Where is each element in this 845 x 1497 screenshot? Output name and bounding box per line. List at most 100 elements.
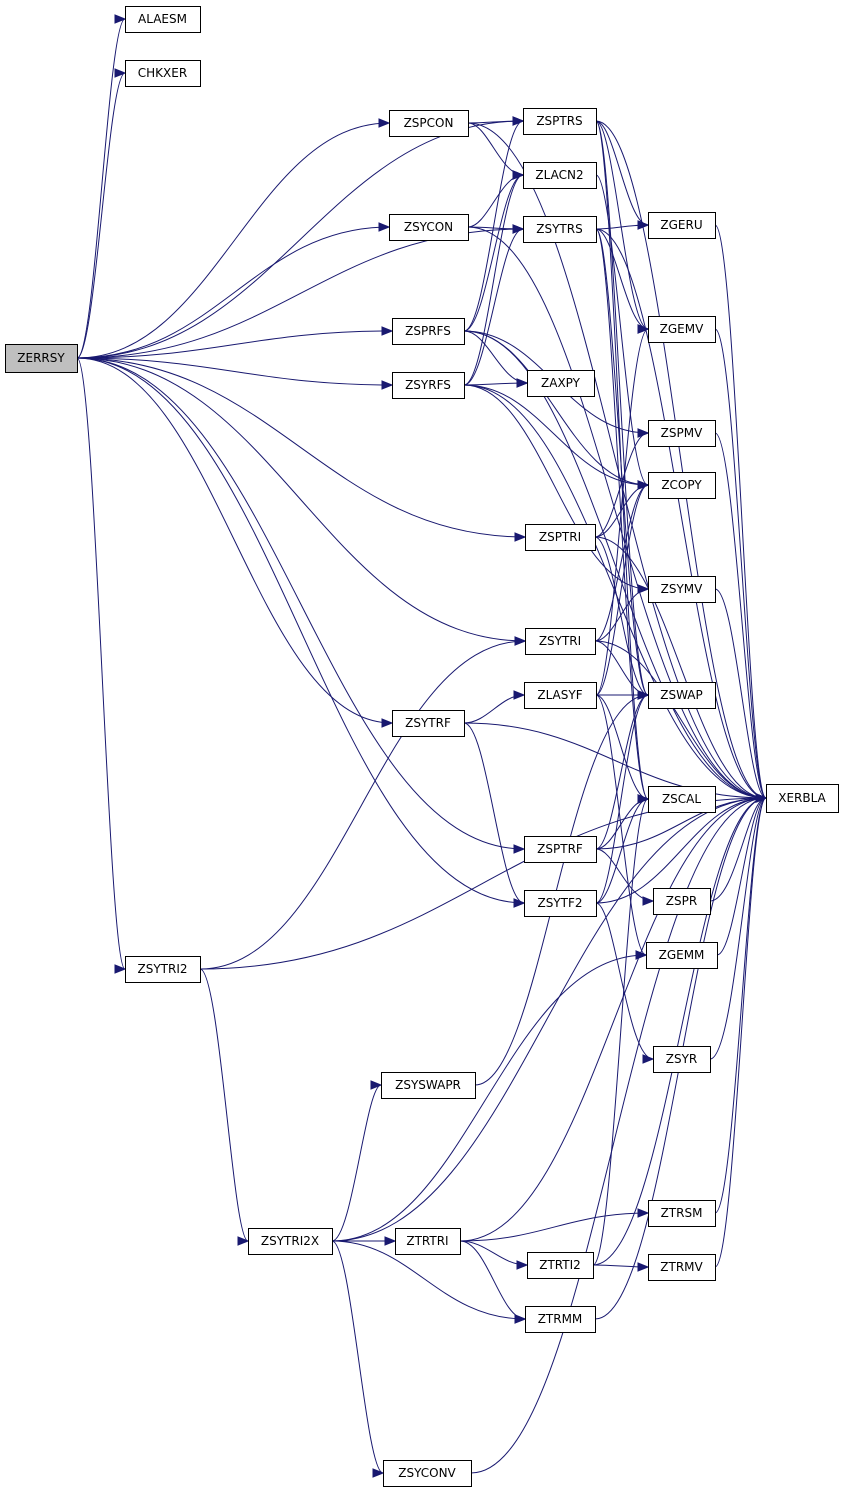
node-box-zgemv[interactable] [648, 316, 716, 343]
node-box-zspr[interactable] [653, 888, 711, 915]
edge-zerrsy-to-zspcon [76, 122, 390, 359]
arrowhead-zsytri2-to-zsytri2x [237, 1236, 250, 1246]
arrowhead-zerrsy-to-zsycon [378, 222, 391, 232]
node-box-zsptrf[interactable] [524, 836, 597, 863]
arrowhead-zsytri-to-zsymv [637, 584, 650, 594]
node-box-zerrsy[interactable] [5, 344, 78, 373]
node-box-zaxpy[interactable] [527, 370, 595, 397]
edge-zerrsy-to-zsytrf [76, 357, 393, 724]
node-box-zgeru[interactable] [648, 212, 716, 239]
arrowhead-zerrsy-to-zsptrf [513, 844, 526, 854]
node-box-alaesm[interactable] [125, 6, 201, 33]
node-box-zsymv[interactable] [648, 576, 716, 603]
node-box-ztrti2[interactable] [527, 1252, 594, 1279]
edge-zsytri2x-to-xerbla [331, 797, 767, 1242]
node-ztrsm[interactable]: ZTRSM [648, 1200, 716, 1227]
edge-ztrsm-to-xerbla [714, 797, 767, 1214]
node-box-zsytf2[interactable] [524, 890, 597, 917]
node-box-xerbla[interactable] [766, 784, 839, 813]
node-zsprfs[interactable]: ZSPRFS [392, 318, 465, 345]
edge-zsytrs-to-zscal [595, 228, 649, 800]
edge-zsytri2x-to-zsyswapr [331, 1084, 382, 1242]
node-box-chkxer[interactable] [125, 60, 201, 87]
node-zsytrf[interactable]: ZSYTRF [392, 710, 465, 737]
node-box-zsyconv[interactable] [383, 1460, 472, 1487]
node-zgemv[interactable]: ZGEMV [648, 316, 716, 343]
node-box-zspcon[interactable] [389, 110, 469, 137]
edge-zerrsy-to-zsycon [76, 226, 390, 359]
arrowhead-zsyswapr-to-zswap [637, 690, 650, 700]
node-zsyconv[interactable]: ZSYCONV [383, 1460, 472, 1487]
node-zspr[interactable]: ZSPR [653, 888, 711, 915]
node-zspmv[interactable]: ZSPMV [648, 420, 716, 447]
node-box-zsytrf[interactable] [392, 710, 465, 737]
arrowhead-zsptrf-to-zspr [642, 896, 655, 906]
node-zsytrs[interactable]: ZSYTRS [523, 216, 597, 243]
node-ztrti2[interactable]: ZTRTI2 [527, 1252, 594, 1279]
arrowhead-zsytrf-to-zlasyf [513, 690, 526, 700]
node-ztrmv[interactable]: ZTRMV [648, 1254, 716, 1281]
node-zsyr[interactable]: ZSYR [653, 1046, 711, 1073]
node-box-ztrtri[interactable] [395, 1228, 461, 1255]
node-zsptrs[interactable]: ZSPTRS [523, 108, 597, 135]
node-zlasyf[interactable]: ZLASYF [524, 682, 597, 709]
node-zsyrfs[interactable]: ZSYRFS [392, 372, 465, 399]
node-box-zsptrs[interactable] [523, 108, 597, 135]
node-label-zsytri: ZSYTRI [539, 634, 581, 648]
node-box-zsytri2x[interactable] [248, 1228, 333, 1255]
node-label-zsptrs: ZSPTRS [536, 114, 582, 128]
node-box-zsptri[interactable] [525, 524, 596, 551]
edge-zlasyf-to-zscal [595, 694, 649, 800]
node-box-zgemm[interactable] [646, 942, 718, 969]
node-zaxpy[interactable]: ZAXPY [527, 370, 595, 397]
node-box-zsprfs[interactable] [392, 318, 465, 345]
arrowhead-zlasyf-to-zcopy [637, 480, 650, 490]
node-label-zsptrf: ZSPTRF [537, 842, 583, 856]
node-box-zsytrs[interactable] [523, 216, 597, 243]
node-zsytri[interactable]: ZSYTRI [525, 628, 596, 655]
node-ztrmm[interactable]: ZTRMM [525, 1306, 596, 1333]
node-box-zsytri2[interactable] [125, 956, 201, 983]
node-zsyswapr[interactable]: ZSYSWAPR [381, 1072, 476, 1099]
node-box-zswap[interactable] [648, 682, 716, 709]
node-box-zlacn2[interactable] [523, 162, 597, 189]
node-xerbla[interactable]: XERBLA [766, 784, 839, 813]
node-box-zsycon[interactable] [389, 214, 469, 241]
node-label-zswap: ZSWAP [660, 688, 703, 702]
node-zgemm[interactable]: ZGEMM [646, 942, 718, 969]
edge-zerrsy-to-zsyrfs [76, 357, 393, 386]
edge-zerrsy-to-zsytf2 [76, 357, 525, 904]
node-box-zspmv[interactable] [648, 420, 716, 447]
node-box-zcopy[interactable] [648, 472, 716, 499]
node-chkxer[interactable]: CHKXER [125, 60, 201, 87]
node-box-zsyswapr[interactable] [381, 1072, 476, 1099]
node-box-zscal[interactable] [648, 786, 716, 813]
node-box-ztrmm[interactable] [525, 1306, 596, 1333]
node-box-zsytri[interactable] [525, 628, 596, 655]
edge-ztrtri-to-ztrsm [459, 1212, 649, 1242]
node-zcopy[interactable]: ZCOPY [648, 472, 716, 499]
node-box-zsyr[interactable] [653, 1046, 711, 1073]
node-zsytf2[interactable]: ZSYTF2 [524, 890, 597, 917]
node-zswap[interactable]: ZSWAP [648, 682, 716, 709]
node-zspcon[interactable]: ZSPCON [389, 110, 469, 137]
node-alaesm[interactable]: ALAESM [125, 6, 201, 33]
node-box-ztrmv[interactable] [648, 1254, 716, 1281]
node-zerrsy[interactable]: ZERRSY [5, 344, 78, 373]
node-box-zlasyf[interactable] [524, 682, 597, 709]
node-zsptri[interactable]: ZSPTRI [525, 524, 596, 551]
node-zsymv[interactable]: ZSYMV [648, 576, 716, 603]
node-label-ztrti2: ZTRTI2 [539, 1258, 581, 1272]
node-zgeru[interactable]: ZGERU [648, 212, 716, 239]
edge-zsytrf-to-xerbla [463, 722, 767, 799]
node-zsycon[interactable]: ZSYCON [389, 214, 469, 241]
node-zsptrf[interactable]: ZSPTRF [524, 836, 597, 863]
node-box-zsyrfs[interactable] [392, 372, 465, 399]
node-box-ztrsm[interactable] [648, 1200, 716, 1227]
node-zscal[interactable]: ZSCAL [648, 786, 716, 813]
node-label-zcopy: ZCOPY [661, 478, 702, 492]
node-zlacn2[interactable]: ZLACN2 [523, 162, 597, 189]
node-ztrtri[interactable]: ZTRTRI [395, 1228, 461, 1255]
node-zsytri2x[interactable]: ZSYTRI2X [248, 1228, 333, 1255]
node-zsytri2[interactable]: ZSYTRI2 [125, 956, 201, 983]
